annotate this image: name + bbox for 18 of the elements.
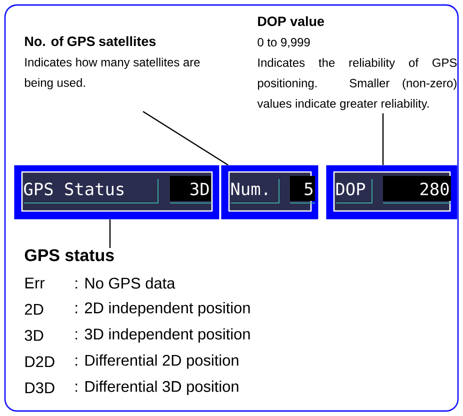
status-code: D3D — [25, 382, 54, 394]
leader-line — [142, 110, 228, 166]
status-description: : 3D independent position — [76, 328, 250, 343]
status-code: 3D — [24, 330, 44, 341]
leader-line — [382, 113, 384, 165]
status-description: : 2D independent position — [76, 302, 250, 316]
status-code: D2D — [25, 356, 54, 367]
status-description: : No GPS data — [76, 277, 176, 289]
status-description: : Differential 3D position — [76, 380, 238, 395]
status-code: Err — [25, 278, 45, 288]
callout-text: No. of GPS satellites Indicates how many satellites are being used. — [24, 36, 200, 90]
callout-text: DOP value 0 to 9,999 Indicates the reliability of GPS positioning. Smaller (non-zero) values indicate greater reliability. — [257, 16, 457, 110]
status-code: 2D — [24, 304, 44, 315]
status-field: DOP 280 — [326, 165, 458, 220]
callout-heading: GPS status — [24, 249, 114, 262]
status-description: : Differential 2D position — [76, 354, 238, 369]
leader-line — [109, 219, 111, 248]
status-field: Num. 5 — [221, 165, 318, 220]
